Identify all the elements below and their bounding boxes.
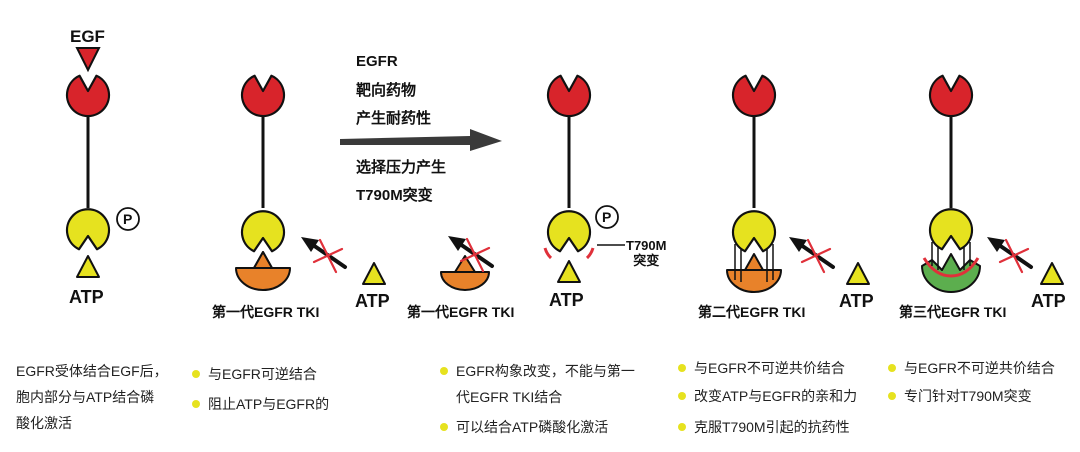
middle-text-line2: 靶向药物 bbox=[356, 82, 417, 99]
panel-second-gen-tki bbox=[726, 74, 870, 293]
tki2-label: 第二代EGFR TKI bbox=[698, 304, 806, 320]
t790m-mutation-arc bbox=[543, 247, 553, 260]
transition-arrow bbox=[340, 129, 502, 151]
middle-text-line1: EGFR bbox=[356, 53, 398, 70]
bullet-dot-icon bbox=[440, 423, 448, 432]
middle-text-line4: 选择压力产生 bbox=[356, 159, 447, 176]
egfr-receptor-icon bbox=[65, 74, 111, 118]
egfr-receptor-icon bbox=[928, 74, 974, 118]
blocked-arrow-icon bbox=[787, 235, 835, 274]
panel-third-gen-tki bbox=[921, 74, 1064, 293]
egfr-receptor-icon bbox=[546, 74, 592, 118]
kinase-domain-icon bbox=[65, 208, 111, 251]
phospho-label: P bbox=[602, 209, 612, 225]
t790m-label-line2: 突变 bbox=[633, 253, 660, 268]
bullet-item: 专门针对T790M突变 bbox=[888, 386, 1032, 406]
tki1-label: 第一代EGFR TKI bbox=[407, 304, 515, 320]
bullet-item: 克服T790M引起的抗药性 bbox=[678, 417, 850, 437]
panel-first-gen-tki bbox=[235, 74, 386, 291]
kinase-domain-icon bbox=[546, 210, 592, 253]
bullet-item: 与EGFR可逆结合 bbox=[192, 364, 317, 384]
bullet-dot-icon bbox=[678, 392, 686, 401]
panel-t790m-mutation bbox=[440, 74, 625, 291]
tki1-label: 第一代EGFR TKI bbox=[212, 304, 320, 320]
phospho-label: P bbox=[123, 211, 133, 227]
atp-label: ATP bbox=[1031, 291, 1066, 311]
atp-label: ATP bbox=[549, 290, 584, 310]
bullet-dot-icon bbox=[440, 367, 448, 376]
t790m-label-line1: T790M bbox=[626, 238, 667, 253]
bullet-item: 与EGFR不可逆共价结合 bbox=[678, 358, 845, 378]
bullet-dot-icon bbox=[888, 364, 896, 373]
bullet-item: 阻止ATP与EGFR的 bbox=[192, 394, 329, 414]
atp-triangle-icon bbox=[1040, 262, 1064, 285]
tki1-molecule-icon bbox=[440, 271, 490, 291]
covalent-bond-lines bbox=[931, 242, 971, 270]
description-line3: 酸化激活 bbox=[16, 415, 72, 431]
bullet-dot-icon bbox=[192, 370, 200, 379]
blocked-arrow-icon bbox=[985, 235, 1033, 274]
kinase-domain-icon bbox=[731, 210, 777, 253]
middle-text-line5: T790M突变 bbox=[356, 187, 433, 204]
description-line1: EGFR受体结合EGF后， bbox=[16, 363, 168, 379]
bullet-dot-icon bbox=[888, 392, 896, 401]
panel-egf-binding bbox=[65, 47, 140, 278]
bullet-dot-icon bbox=[192, 400, 200, 409]
egfr-receptor-icon bbox=[240, 74, 286, 118]
atp-triangle-icon bbox=[557, 260, 581, 283]
tki3-label: 第三代EGFR TKI bbox=[899, 304, 1007, 320]
egf-ligand-icon bbox=[75, 47, 101, 73]
bullet-item: 改变ATP与EGFR的亲和力 bbox=[678, 386, 857, 406]
atp-triangle-icon bbox=[76, 255, 100, 278]
tki3-molecule-icon bbox=[921, 253, 981, 293]
blocked-arrow-icon bbox=[299, 235, 347, 274]
kinase-domain-icon bbox=[240, 210, 286, 253]
bullet-item: 可以结合ATP磷酸化激活 bbox=[440, 417, 608, 437]
atp-triangle-icon bbox=[362, 262, 386, 285]
bullet-dot-icon bbox=[678, 423, 686, 432]
atp-label: ATP bbox=[355, 291, 390, 311]
bullet-item: EGFR构象改变，不能与第一 代EGFR TKI结合 bbox=[440, 358, 635, 410]
bullet-item: 与EGFR不可逆共价结合 bbox=[888, 358, 1055, 378]
t790m-mutation-arc bbox=[922, 257, 980, 278]
t790m-label: T790M 突变 bbox=[626, 238, 666, 268]
atp-triangle-icon bbox=[846, 262, 870, 285]
kinase-domain-icon bbox=[928, 208, 974, 251]
covalent-bond-lines bbox=[734, 244, 774, 282]
egf-binding-description: EGFR受体结合EGF后， 胞内部分与ATP结合磷 酸化激活 bbox=[16, 358, 168, 436]
atp-label: ATP bbox=[69, 287, 104, 307]
atp-label: ATP bbox=[839, 291, 874, 311]
description-line2: 胞内部分与ATP结合磷 bbox=[16, 389, 155, 405]
middle-text-line3: 产生耐药性 bbox=[356, 110, 432, 127]
egfr-receptor-icon bbox=[731, 74, 777, 118]
egf-label: EGF bbox=[70, 27, 105, 46]
bullet-dot-icon bbox=[678, 364, 686, 373]
